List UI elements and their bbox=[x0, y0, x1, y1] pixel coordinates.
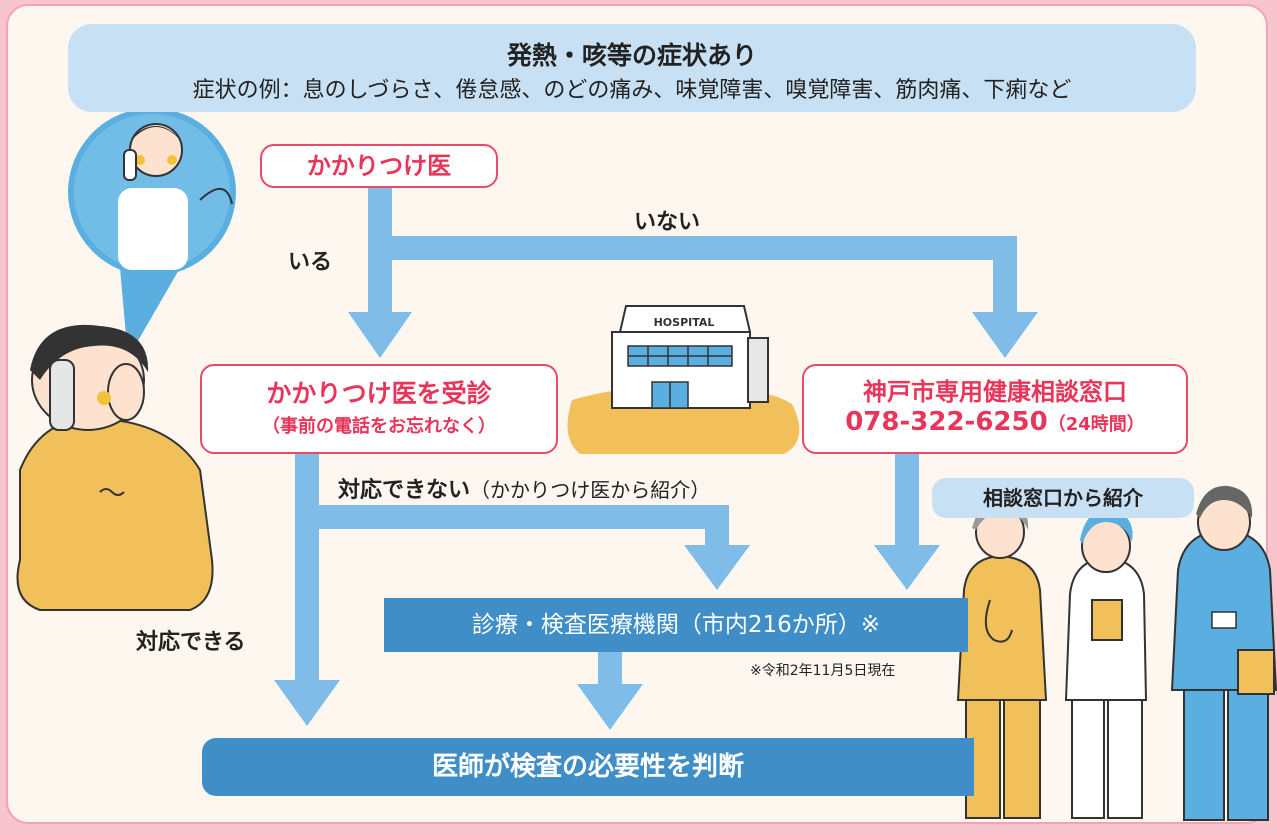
label-has-doctor: いる bbox=[288, 250, 333, 275]
hospital-illustration: HOSPITAL bbox=[567, 305, 800, 454]
arrow-head-has-doctor bbox=[348, 312, 412, 358]
family-doctor-label: かかりつけ医 bbox=[306, 152, 452, 180]
kobe-hotline-node: 神戸市専用健康相談窓口 078-322-6250（24時間） bbox=[802, 364, 1188, 454]
arrow-head-cannot-handle bbox=[684, 545, 750, 590]
arrow-shaft-institutions bbox=[598, 652, 622, 688]
arrow-shaft-cannot-h bbox=[307, 505, 729, 529]
cannot-handle-note: （かかりつけ医から紹介） bbox=[470, 478, 711, 502]
arrow-shaft-hotline bbox=[895, 452, 919, 548]
cannot-handle-text: 対応できない bbox=[338, 478, 471, 503]
visit-doctor-node: かかりつけ医を受診 （事前の電話をお忘れなく） bbox=[200, 364, 558, 454]
label-cannot-handle: 対応できない（かかりつけ医から紹介） bbox=[338, 472, 710, 504]
symptoms-title: 発熱・咳等の症状あり bbox=[506, 41, 757, 70]
arrow-head-hotline bbox=[874, 545, 940, 590]
referral-pill: 相談窓口から紹介 bbox=[932, 478, 1194, 518]
family-doctor-node: かかりつけ医 bbox=[260, 144, 498, 188]
arrow-shaft-cannot-v bbox=[705, 505, 729, 549]
label-can-handle: 対応できる bbox=[136, 630, 246, 655]
arrow-shaft-can-handle bbox=[295, 452, 319, 684]
caller-illustration bbox=[16, 324, 214, 611]
arrow-shaft-no-doctor-h bbox=[380, 236, 1015, 260]
hotline-phone: 078-322-6250 bbox=[845, 407, 1048, 437]
hotline-hours: （24時間） bbox=[1047, 414, 1145, 435]
medical-staff-illustration bbox=[956, 485, 1277, 821]
hospital-sign: HOSPITAL bbox=[654, 316, 715, 329]
institutions-footnote: ※令和2年11月5日現在 bbox=[750, 663, 896, 679]
final-decision-bar: 医師が検査の必要性を判断 bbox=[202, 738, 974, 796]
visit-doctor-note: （事前の電話をお忘れなく） bbox=[262, 416, 496, 437]
doctor-bubble-illustration bbox=[68, 108, 236, 358]
visit-doctor-title: かかりつけ医を受診 bbox=[266, 379, 492, 408]
symptoms-examples: 症状の例：息のしづらさ、倦怠感、のどの痛み、味覚障害、嗅覚障害、筋肉痛、下痢など bbox=[192, 78, 1072, 103]
arrow-head-institutions bbox=[577, 684, 643, 730]
label-no-doctor: いない bbox=[634, 210, 701, 235]
hotline-title: 神戸市専用健康相談窓口 bbox=[863, 378, 1127, 406]
arrow-head-no-doctor bbox=[972, 312, 1038, 358]
arrow-shaft-no-doctor-v bbox=[993, 236, 1017, 318]
symptoms-banner: 発熱・咳等の症状あり 症状の例：息のしづらさ、倦怠感、のどの痛み、味覚障害、嗅覚… bbox=[68, 24, 1196, 112]
arrow-head-can-handle bbox=[274, 680, 340, 726]
institutions-bar: 診療・検査医療機関（市内216か所）※ bbox=[384, 598, 968, 652]
